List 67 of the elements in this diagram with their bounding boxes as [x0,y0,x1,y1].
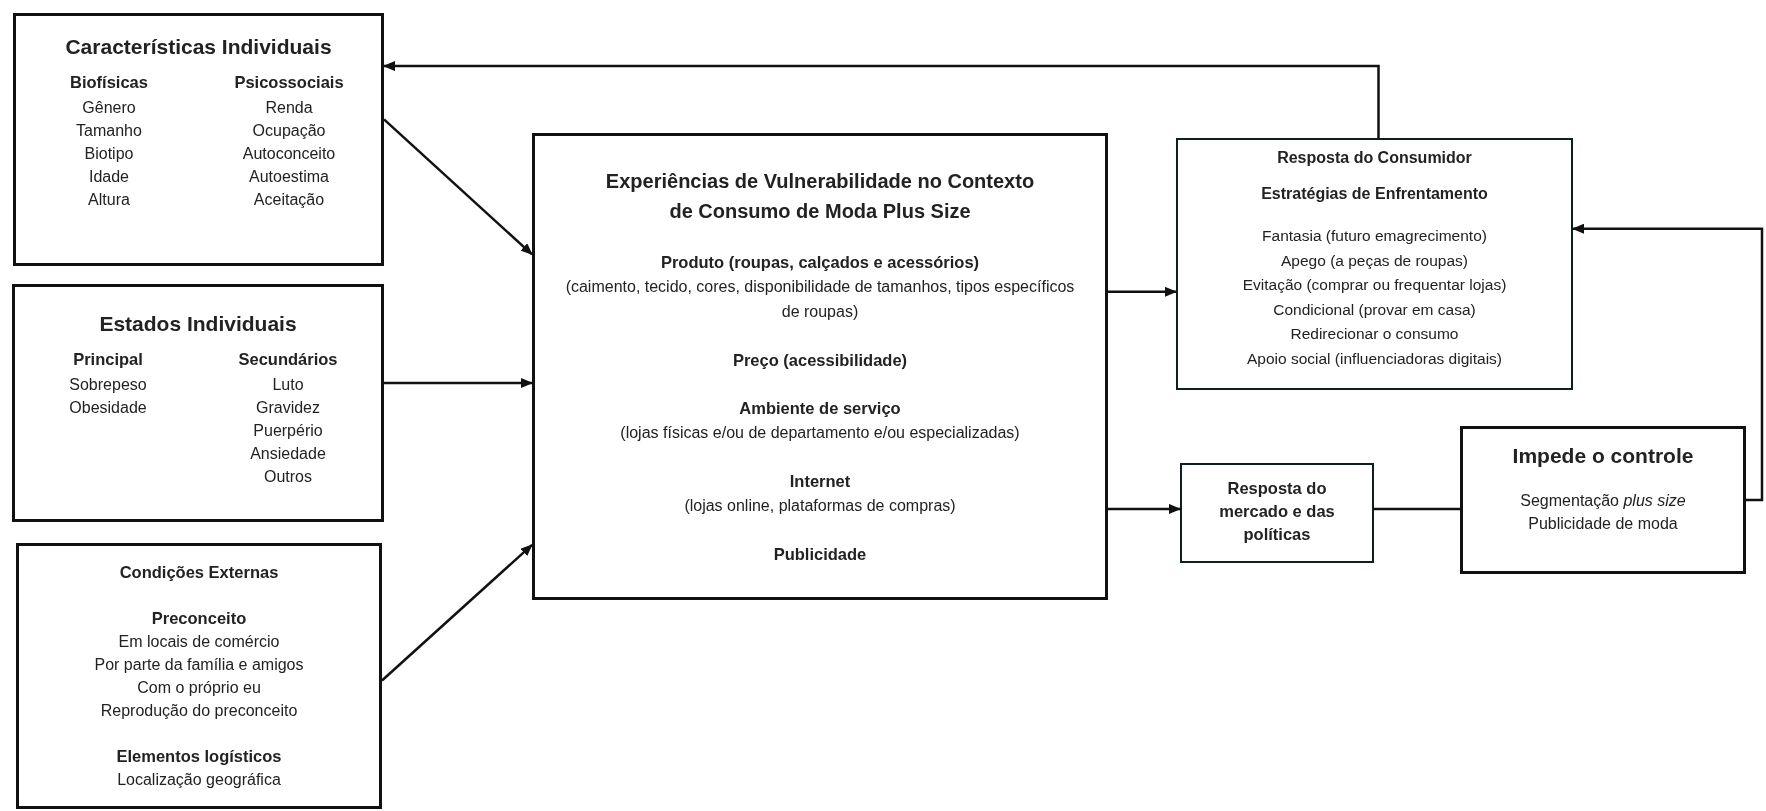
column-heading: Principal [73,349,143,370]
process-box [532,133,1108,600]
arrow [1108,503,1181,514]
arrow [1572,223,1764,502]
section-heading: Preço (acessibilidade) [731,350,909,371]
list-item: Renda [265,98,313,118]
list-item: Apoio social (influenciadoras digitais) [1246,348,1503,369]
list-item: Evitação (comprar ou frequentar lojas) [1241,275,1508,295]
column-heading: Biofísicas [70,72,148,93]
list-item: Puerpério [253,421,323,441]
list-item: Fantasia (futuro emagrecimento) [1261,226,1488,246]
connector-line [1374,507,1460,511]
list-item: Autoestima [248,167,329,187]
section-heading: Publicidade [772,544,868,565]
section-heading: Preconceito [150,608,248,629]
box-heading: Experiências de Vulnerabilidade no Contexto de Consumo de Moda Plus Size [604,169,1036,224]
list-item: Luto [272,375,304,395]
list-item: Obesidade [69,398,147,418]
section-heading: Resposta do Consumidor [1276,148,1473,168]
list-item: Localização geográfica [116,770,282,790]
list-item: Condicional (provar em casa) [1272,299,1477,320]
list-item: Publicidade de moda [1527,514,1679,534]
list-item: Sobrepeso [69,375,147,395]
list-item: Apego (a peças de roupas) [1280,250,1469,271]
list-item: Reprodução do preconceito [99,701,299,721]
list-item: Altura [88,190,130,210]
process-box [13,13,384,266]
list-item: Gravidez [256,398,320,418]
section-heading: Resposta do mercado e das políticas [1218,478,1336,545]
box-heading: Impede o controle [1511,443,1695,469]
arrow [384,378,533,388]
box-heading: Características Individuais [64,34,333,60]
list-item: Aceitação [253,190,325,210]
list-item: (lojas online, plataformas de compras) [683,496,957,516]
column-heading: Psicossociais [234,72,344,93]
list-item: Tamanho [76,121,142,141]
process-box [1460,426,1746,574]
list-item: Em locais de comércio [117,632,281,652]
section-heading: Estratégias de Enfrentamento [1260,184,1489,204]
box-heading: Estados Individuais [98,311,298,337]
list-item: Ocupação [252,121,326,141]
section-heading: Condições Externas [118,562,280,583]
process-box [16,543,382,809]
list-item: Com o próprio eu [136,678,262,698]
list-item: Gênero [82,98,136,118]
list-item: Segmentação plus size [1519,491,1687,511]
list-item: (caimento, tecido, cores, disponibilidade de tamanhos, tipos específicos de roupas) [564,277,1076,322]
process-box [1176,138,1573,390]
section-heading: Elementos logísticos [115,746,283,767]
process-box [1180,463,1374,563]
list-item: Por parte da família e amigos [93,655,305,675]
list-item: Biotipo [84,144,134,164]
list-item: (lojas físicas e/ou de departamento e/ou especializadas) [619,423,1021,443]
process-box [12,284,384,522]
arrow [383,118,533,256]
list-item: Outros [264,467,312,487]
list-item: Ansiedade [250,444,326,464]
section-heading: Produto (roupas, calçados e acessórios) [659,252,981,273]
list-item: Autoconceito [242,144,336,164]
column-heading: Secundários [238,349,338,370]
list-item: Idade [88,167,129,187]
arrow [381,543,533,682]
list-item: Redirecionar o consumo [1289,324,1460,344]
section-heading: Ambiente de serviço [738,398,902,419]
section-heading: Internet [788,471,852,492]
arrow [383,61,1380,138]
arrow [1108,286,1177,297]
